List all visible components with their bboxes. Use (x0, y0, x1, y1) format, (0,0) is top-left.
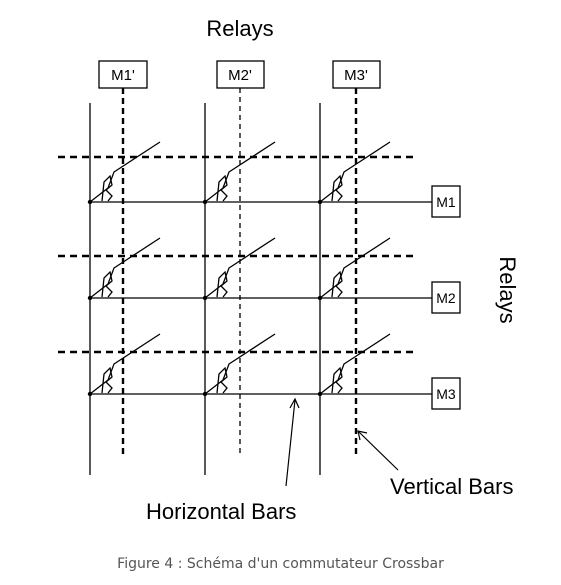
contact-r1-c2 (202, 141, 276, 205)
vertical-bars-label: Vertical Bars (390, 474, 514, 499)
side-relay-boxes: M1 M2 M3 (431, 185, 461, 410)
relay-label-m2: M2 (436, 290, 456, 306)
relay-label-m1-prime: M1' (111, 67, 135, 84)
relay-box-m1-prime: M1' (98, 60, 148, 89)
contact-r3-c3 (317, 333, 391, 397)
relay-label-m3: M3 (436, 386, 456, 402)
horizontal-bars-pointer (285, 399, 296, 487)
relay-box-m3: M3 (431, 377, 461, 410)
relay-label-m2-prime: M2' (228, 67, 252, 84)
contact-r1-c3 (317, 141, 391, 205)
contact-r3-c2 (202, 333, 276, 397)
right-relays-label: Relays (495, 256, 520, 323)
vertical-wires (89, 103, 321, 475)
relay-box-m2-prime: M2' (216, 60, 265, 89)
vertical-bars-arrowhead (357, 430, 368, 441)
horizontal-bars-label: Horizontal Bars (146, 499, 296, 524)
top-relays-label: Relays (206, 16, 273, 41)
contact-r2-c2 (202, 237, 276, 301)
horizontal-wires (88, 201, 432, 395)
relay-box-m2: M2 (431, 281, 461, 314)
crossbar-diagram: Relays Relays (58, 16, 520, 524)
relay-label-m1: M1 (436, 194, 456, 210)
relay-box-m1: M1 (431, 185, 461, 218)
horizontal-bars-arrowhead (289, 397, 300, 409)
contact-r2-c3 (317, 237, 391, 301)
relay-label-m3-prime: M3' (344, 67, 368, 84)
top-relay-boxes: M1' M2' M3' (98, 60, 381, 89)
figure-caption: Figure 4 : Schéma d'un commutateur Cross… (117, 556, 444, 572)
horizontal-bars (58, 155, 418, 354)
crosspoint-contacts (87, 141, 391, 397)
vertical-bars-pointer (358, 431, 399, 471)
relay-box-m3-prime: M3' (332, 60, 381, 89)
pointer-arrows (285, 397, 399, 487)
